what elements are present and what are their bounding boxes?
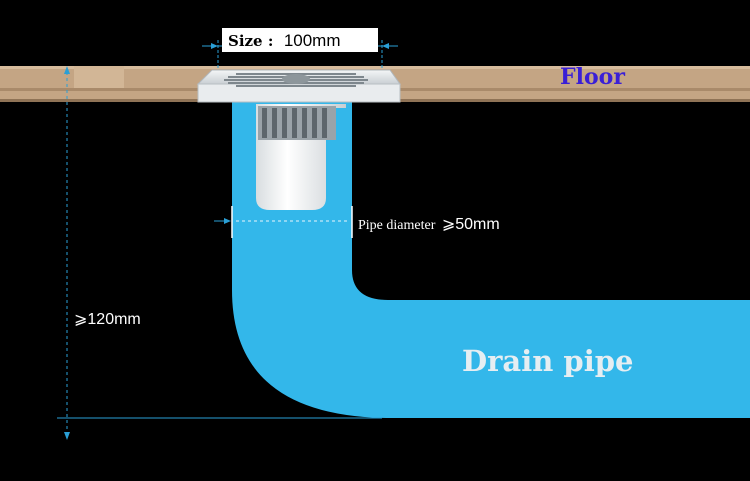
pipe-diameter-label: Pipe diameter ⩾50mm [358, 216, 500, 233]
floor-label: Floor [560, 64, 625, 90]
drain-core [256, 104, 346, 210]
drain-pipe-label: Drain pipe [462, 344, 633, 378]
size-label-backdrop [222, 28, 378, 52]
drain-core-slots [262, 108, 327, 138]
drain-pipe [232, 100, 750, 418]
depth-label: ⩾120mm [74, 311, 141, 328]
drain-cover [196, 69, 401, 103]
size-label: Size : 100mm [228, 31, 341, 50]
pipe-diameter-dimension [214, 206, 353, 238]
depth-dimension [57, 66, 382, 440]
